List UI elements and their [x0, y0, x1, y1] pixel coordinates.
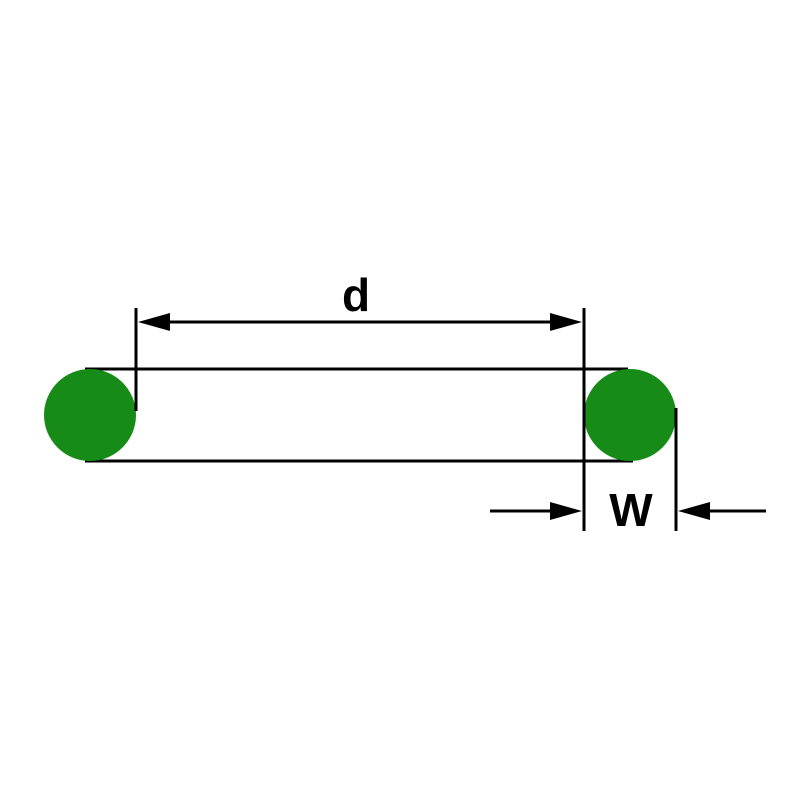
right-cross-section-circle	[584, 369, 676, 461]
d-left-arrowhead	[138, 313, 170, 331]
left-cross-section-circle	[44, 369, 136, 461]
w-right-arrowhead	[678, 502, 710, 520]
d-dimension-label: d	[342, 269, 370, 321]
w-left-arrowhead	[550, 502, 582, 520]
w-dimension-label: W	[609, 484, 653, 536]
d-right-arrowhead	[550, 313, 582, 331]
